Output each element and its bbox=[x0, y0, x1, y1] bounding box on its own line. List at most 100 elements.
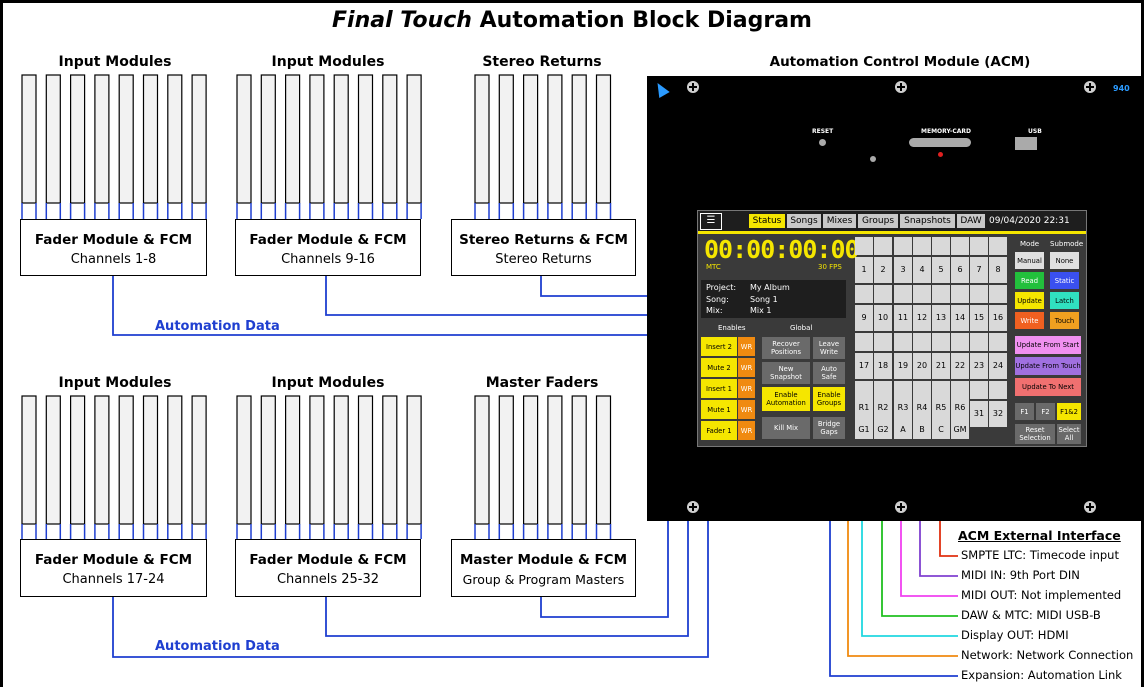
memory-card-slot[interactable] bbox=[909, 138, 971, 147]
channel-button-14[interactable]: 14 bbox=[951, 305, 969, 331]
leave-write-button[interactable]: Leave Write bbox=[813, 337, 845, 359]
channel-button-4[interactable]: 4 bbox=[913, 257, 931, 283]
channel-cell-top[interactable] bbox=[970, 381, 988, 399]
enable-insert-2-button[interactable]: Insert 2 bbox=[701, 337, 737, 356]
channel-cell-top[interactable] bbox=[874, 285, 892, 303]
channel-cell-top[interactable] bbox=[970, 333, 988, 351]
mode-read-button[interactable]: Read bbox=[1015, 272, 1044, 289]
tab-status[interactable]: Status bbox=[749, 214, 785, 228]
wr-mute-2-button[interactable]: WR bbox=[738, 358, 755, 377]
enable-automation-button[interactable]: Enable Automation bbox=[762, 387, 810, 411]
channel-button-9[interactable]: 9 bbox=[855, 305, 873, 331]
channel-button-17[interactable]: 17 bbox=[855, 353, 873, 379]
group-button-G1[interactable]: G1 bbox=[855, 421, 873, 439]
channel-cell-top[interactable] bbox=[855, 381, 873, 399]
channel-cell-top[interactable] bbox=[970, 237, 988, 255]
submode-touch-button[interactable]: Touch bbox=[1050, 312, 1079, 329]
submode-static-button[interactable]: Static bbox=[1050, 272, 1079, 289]
mode-manual-button[interactable]: Manual bbox=[1015, 252, 1044, 269]
channel-cell-top[interactable] bbox=[989, 381, 1007, 399]
group-button-A[interactable]: A bbox=[894, 421, 912, 439]
channel-button-20[interactable]: 20 bbox=[913, 353, 931, 379]
channel-button-31[interactable]: 31 bbox=[970, 401, 988, 427]
group-button-R6[interactable]: R6 bbox=[951, 399, 969, 417]
enable-groups-button[interactable]: Enable Groups bbox=[813, 387, 845, 411]
channel-cell-top[interactable] bbox=[932, 237, 950, 255]
group-button-R1[interactable]: R1 bbox=[855, 399, 873, 417]
channel-cell-top[interactable] bbox=[932, 381, 950, 399]
channel-button-18[interactable]: 18 bbox=[874, 353, 892, 379]
channel-cell-top[interactable] bbox=[874, 381, 892, 399]
f2-button[interactable]: F2 bbox=[1036, 403, 1055, 420]
channel-cell-top[interactable] bbox=[874, 237, 892, 255]
channel-button-6[interactable]: 6 bbox=[951, 257, 969, 283]
channel-cell-top[interactable] bbox=[855, 333, 873, 351]
channel-button-7[interactable]: 7 bbox=[970, 257, 988, 283]
channel-button-24[interactable]: 24 bbox=[989, 353, 1007, 379]
channel-button-22[interactable]: 22 bbox=[951, 353, 969, 379]
reset-button[interactable] bbox=[819, 139, 826, 146]
channel-button-15[interactable]: 15 bbox=[970, 305, 988, 331]
channel-cell-top[interactable] bbox=[874, 333, 892, 351]
group-button-R4[interactable]: R4 bbox=[913, 399, 931, 417]
f1-and-2-button[interactable]: F1&2 bbox=[1057, 403, 1081, 420]
wr-mute-1-button[interactable]: WR bbox=[738, 400, 755, 419]
channel-cell-top[interactable] bbox=[913, 333, 931, 351]
channel-cell-top[interactable] bbox=[913, 285, 931, 303]
submode-none-button[interactable]: None bbox=[1050, 252, 1079, 269]
channel-button-16[interactable]: 16 bbox=[989, 305, 1007, 331]
group-button-GM[interactable]: GM bbox=[951, 421, 969, 439]
wr-insert-2-button[interactable]: WR bbox=[738, 337, 755, 356]
enable-fader-1-button[interactable]: Fader 1 bbox=[701, 421, 737, 440]
group-button-R2[interactable]: R2 bbox=[874, 399, 892, 417]
tab-groups[interactable]: Groups bbox=[858, 214, 898, 228]
new-snapshot-button[interactable]: New Snapshot bbox=[762, 362, 810, 384]
group-button-B[interactable]: B bbox=[913, 421, 931, 439]
channel-cell-top[interactable] bbox=[970, 285, 988, 303]
submode-latch-button[interactable]: Latch bbox=[1050, 292, 1079, 309]
channel-cell-top[interactable] bbox=[894, 237, 912, 255]
channel-button-8[interactable]: 8 bbox=[989, 257, 1007, 283]
channel-cell-top[interactable] bbox=[951, 285, 969, 303]
channel-cell-top[interactable] bbox=[913, 381, 931, 399]
channel-button-19[interactable]: 19 bbox=[894, 353, 912, 379]
mode-update-button[interactable]: Update bbox=[1015, 292, 1044, 309]
channel-cell-top[interactable] bbox=[913, 237, 931, 255]
group-button-G2[interactable]: G2 bbox=[874, 421, 892, 439]
group-button-C[interactable]: C bbox=[932, 421, 950, 439]
kill-mix-button[interactable]: Kill Mix bbox=[762, 417, 810, 439]
channel-cell-top[interactable] bbox=[894, 381, 912, 399]
mode-write-button[interactable]: Write bbox=[1015, 312, 1044, 329]
channel-button-32[interactable]: 32 bbox=[989, 401, 1007, 427]
channel-cell-top[interactable] bbox=[989, 237, 1007, 255]
bridge-gaps-button[interactable]: Bridge Gaps bbox=[813, 417, 845, 439]
usb-port[interactable] bbox=[1015, 137, 1037, 150]
tab-songs[interactable]: Songs bbox=[787, 214, 821, 228]
channel-button-23[interactable]: 23 bbox=[970, 353, 988, 379]
wr-insert-1-button[interactable]: WR bbox=[738, 379, 755, 398]
wr-fader-1-button[interactable]: WR bbox=[738, 421, 755, 440]
select-all-button[interactable]: Select All bbox=[1057, 424, 1081, 444]
channel-cell-top[interactable] bbox=[951, 333, 969, 351]
channel-cell-top[interactable] bbox=[989, 333, 1007, 351]
channel-cell-top[interactable] bbox=[951, 381, 969, 399]
channel-button-13[interactable]: 13 bbox=[932, 305, 950, 331]
tab-snapshots[interactable]: Snapshots bbox=[900, 214, 955, 228]
channel-cell-top[interactable] bbox=[855, 237, 873, 255]
channel-button-12[interactable]: 12 bbox=[913, 305, 931, 331]
channel-cell-top[interactable] bbox=[932, 333, 950, 351]
channel-button-21[interactable]: 21 bbox=[932, 353, 950, 379]
enable-mute-1-button[interactable]: Mute 1 bbox=[701, 400, 737, 419]
enable-insert-1-button[interactable]: Insert 1 bbox=[701, 379, 737, 398]
tab-daw[interactable]: DAW bbox=[957, 214, 985, 228]
channel-cell-top[interactable] bbox=[932, 285, 950, 303]
update-to-next-button[interactable]: Update To Next bbox=[1015, 378, 1081, 396]
channel-cell-top[interactable] bbox=[894, 285, 912, 303]
channel-button-1[interactable]: 1 bbox=[855, 257, 873, 283]
enable-mute-2-button[interactable]: Mute 2 bbox=[701, 358, 737, 377]
channel-button-3[interactable]: 3 bbox=[894, 257, 912, 283]
channel-button-2[interactable]: 2 bbox=[874, 257, 892, 283]
channel-cell-top[interactable] bbox=[951, 237, 969, 255]
group-button-R3[interactable]: R3 bbox=[894, 399, 912, 417]
update-from-touch-button[interactable]: Update From Touch bbox=[1015, 357, 1081, 375]
